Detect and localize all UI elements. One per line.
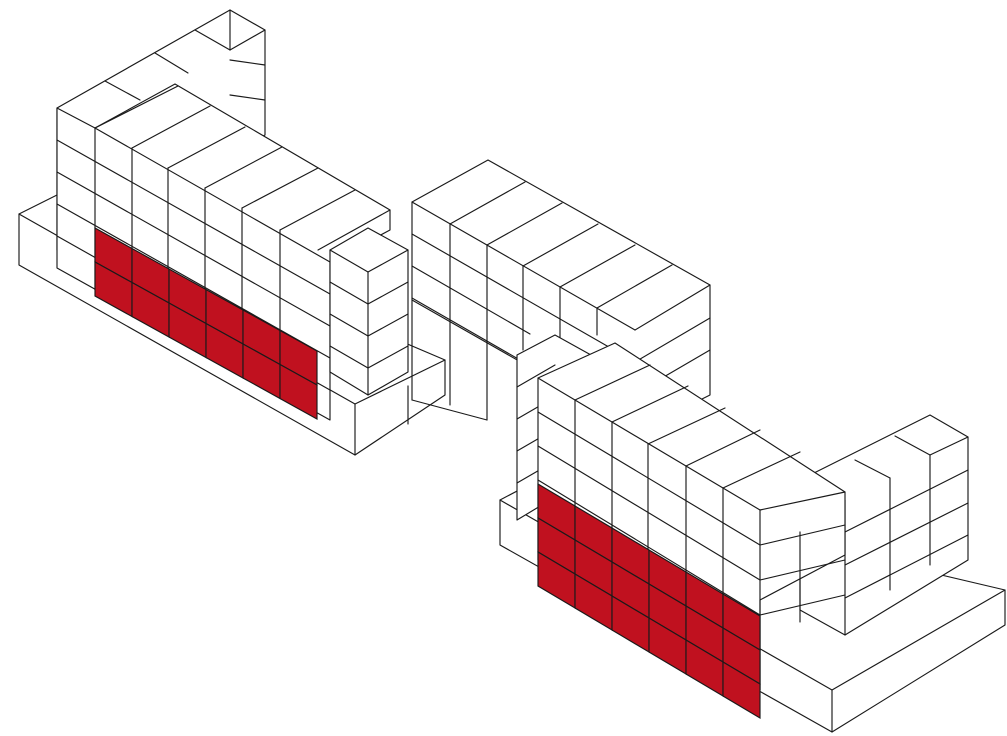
left-end-column <box>330 228 408 395</box>
left-assembly <box>19 10 445 455</box>
